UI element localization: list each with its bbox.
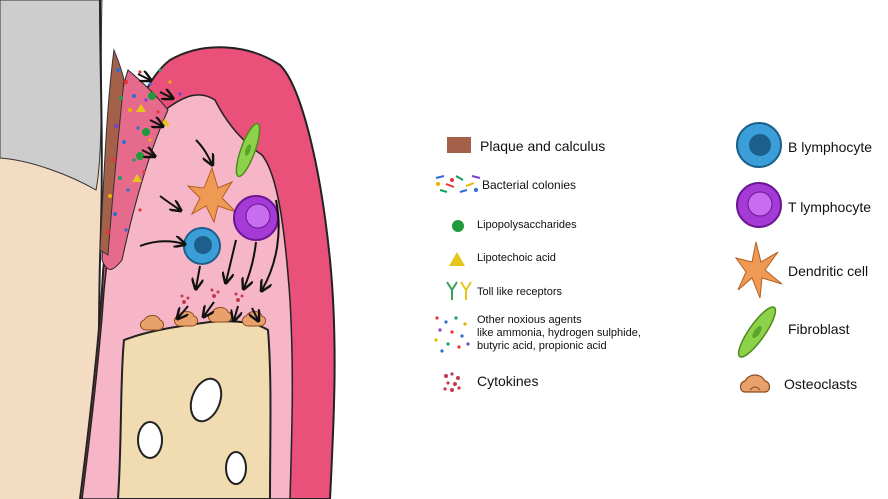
toll-like-receptor-icon: [444, 280, 474, 302]
periodontal-tissue-illustration: [0, 0, 420, 499]
noxious-agents-icon: [432, 314, 472, 354]
legend-label-dendritic-cell: Dendritic cell: [788, 263, 868, 279]
bone-marrow-space: [138, 422, 162, 458]
legend-label-t-lymphocyte: T lymphocyte: [788, 199, 871, 215]
noxious-agents-line-1: Other noxious agents: [477, 314, 641, 327]
lipopolysaccharide-icon: [451, 219, 465, 233]
plaque-icon: [446, 136, 472, 154]
noxious-agents-line-3: butyric acid, propionic acid: [477, 340, 641, 353]
b-lymphocyte-icon: [734, 120, 784, 170]
noxious-agents-line-2: like ammonia, hydrogen sulphide,: [477, 327, 641, 340]
osteoclast-icon: [740, 374, 770, 394]
t-lymphocyte-icon: [734, 180, 784, 230]
legend-label-noxious-agents: Other noxious agents like ammonia, hydro…: [477, 314, 641, 353]
legend-label-fibroblast: Fibroblast: [788, 321, 849, 337]
legend-label-bacterial-colonies: Bacterial colonies: [482, 178, 576, 192]
legend-label-lipopolysaccharides: Lipopolysaccharides: [477, 219, 577, 231]
legend-label-cytokines: Cytokines: [477, 373, 538, 389]
cytokines-icon: [440, 370, 464, 394]
legend-label-osteoclasts: Osteoclasts: [784, 376, 857, 392]
bacterial-colonies-icon: [432, 170, 484, 198]
lipotechoic-acid-icon: [448, 251, 466, 267]
legend-label-plaque: Plaque and calculus: [480, 138, 605, 154]
legend-label-lipotechoic-acid: Lipotechoic acid: [477, 252, 556, 264]
legend-label-toll-like-receptors: Toll like receptors: [477, 286, 562, 298]
fibroblast-icon: [730, 300, 784, 364]
dendritic-cell-icon: [734, 240, 784, 300]
bone-marrow-space: [226, 452, 246, 484]
legend-label-b-lymphocyte: B lymphocyte: [788, 139, 872, 155]
